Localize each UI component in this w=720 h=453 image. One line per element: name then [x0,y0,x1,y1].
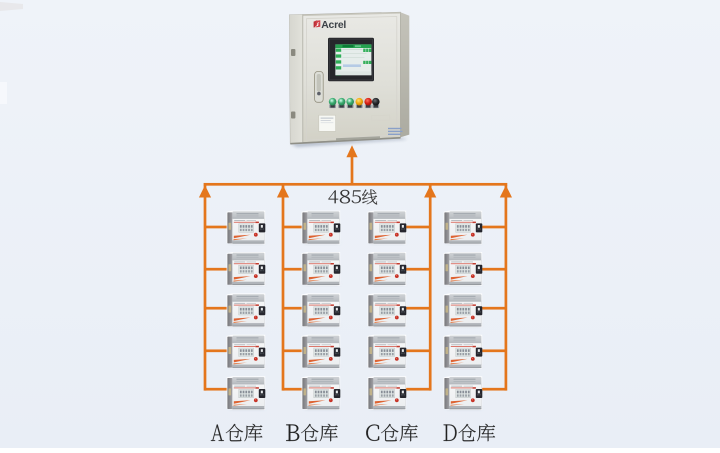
svg-text:Acrel: Acrel [321,20,346,31]
